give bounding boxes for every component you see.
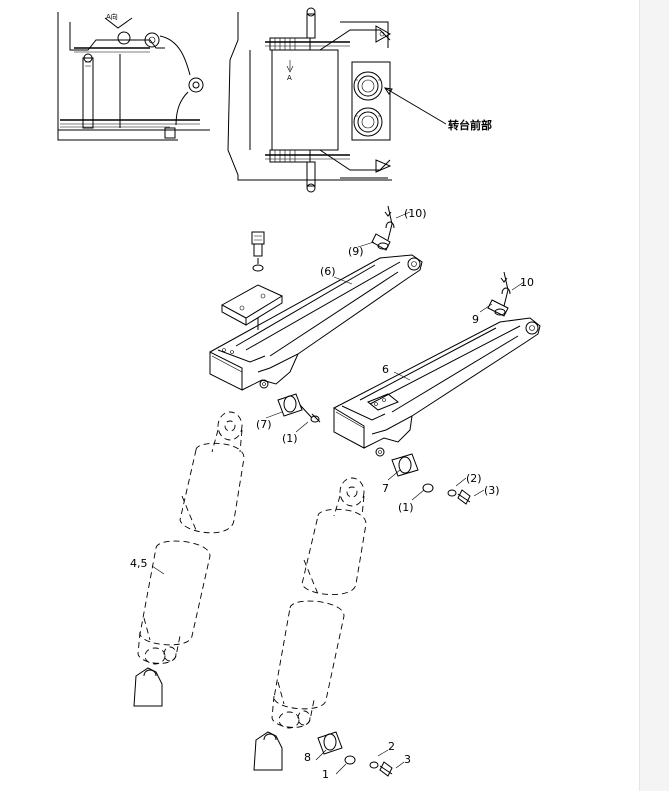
right-arm-assembly: 10 9 6 7 (1) (2) (3) xyxy=(333,271,541,514)
label-right-pin: 9 xyxy=(472,313,479,326)
label-right-washer: (1) xyxy=(398,501,414,514)
plan-view-detail: A 转台前部 xyxy=(227,7,492,193)
side-view-detail: A向 xyxy=(57,12,210,141)
plan-view-arrow-label: A xyxy=(287,74,292,82)
label-right-bolt: (3) xyxy=(484,484,500,497)
label-bottom-washer: 1 xyxy=(322,768,329,781)
label-upper-front-pin: (7) xyxy=(256,418,272,431)
label-upper-pin: (9) xyxy=(348,245,364,258)
side-view-caption: A向 xyxy=(106,12,118,21)
left-cylinder: 4,5 xyxy=(130,411,245,707)
label-bottom-pin: 8 xyxy=(304,751,311,764)
label-right-arm: 6 xyxy=(382,363,389,376)
label-right-front-pin: 7 xyxy=(382,482,389,495)
label-upper-washer: (1) xyxy=(282,432,298,445)
label-right-nut: (2) xyxy=(466,472,482,485)
label-bottom-bolt: 3 xyxy=(404,753,411,766)
scrollbar-track[interactable] xyxy=(639,0,669,791)
label-right-pin-clip: 10 xyxy=(520,276,534,289)
right-cylinder: 8 1 2 3 xyxy=(253,477,411,781)
upper-arm-assembly: (10) (9) (6) (7) (1) xyxy=(209,205,427,445)
label-upper-arm: (6) xyxy=(320,265,336,278)
label-upper-pin-clip: (10) xyxy=(404,207,427,220)
label-cylinders: 4,5 xyxy=(130,557,148,570)
label-bottom-nut: 2 xyxy=(388,740,395,753)
turntable-front-note: 转台前部 xyxy=(448,118,492,132)
